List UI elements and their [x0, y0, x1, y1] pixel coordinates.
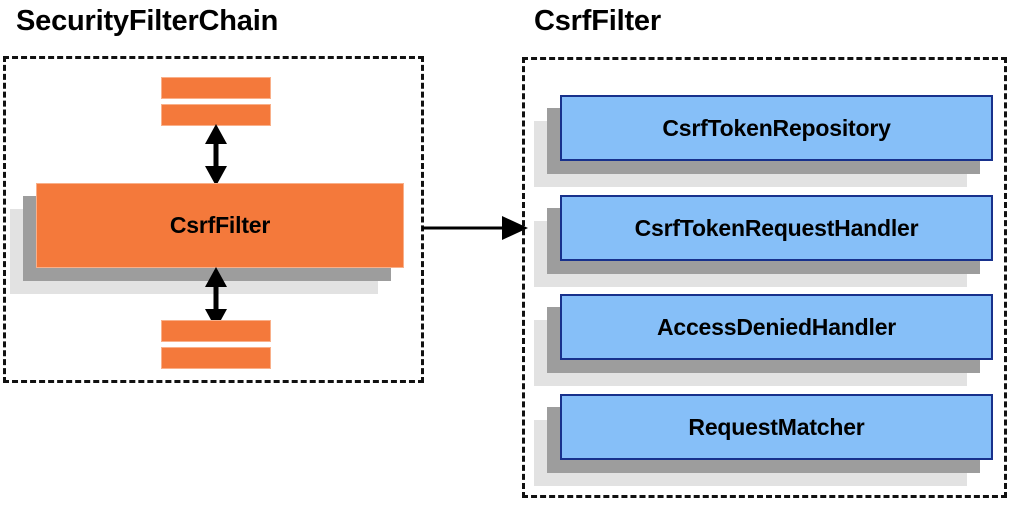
page-title-csrf-filter: CsrfFilter: [534, 5, 661, 37]
component-csrf-token-request-handler[interactable]: CsrfTokenRequestHandler: [534, 195, 993, 287]
component-label: CsrfTokenRequestHandler: [560, 195, 993, 261]
list-item-filter-above-1[interactable]: [161, 77, 271, 99]
list-item-filter-below-1[interactable]: [161, 320, 271, 342]
component-access-denied-handler[interactable]: AccessDeniedHandler: [534, 294, 993, 386]
page-title-security-filter-chain: SecurityFilterChain: [16, 5, 279, 37]
component-request-matcher[interactable]: RequestMatcher: [534, 394, 993, 486]
csrf-filter-label: CsrfFilter: [36, 183, 404, 268]
list-item-filter-above-2[interactable]: [161, 104, 271, 126]
csrf-filter-node[interactable]: CsrfFilter: [10, 183, 404, 294]
component-csrf-token-repository[interactable]: CsrfTokenRepository: [534, 95, 993, 187]
security-filter-chain-group: [3, 56, 424, 383]
component-label: RequestMatcher: [560, 394, 993, 460]
csrf-filter-group: [522, 57, 1007, 498]
component-label: AccessDeniedHandler: [560, 294, 993, 360]
csrf-filter-detail-arrow: [422, 216, 528, 240]
list-item-filter-below-2[interactable]: [161, 347, 271, 369]
component-label: CsrfTokenRepository: [560, 95, 993, 161]
